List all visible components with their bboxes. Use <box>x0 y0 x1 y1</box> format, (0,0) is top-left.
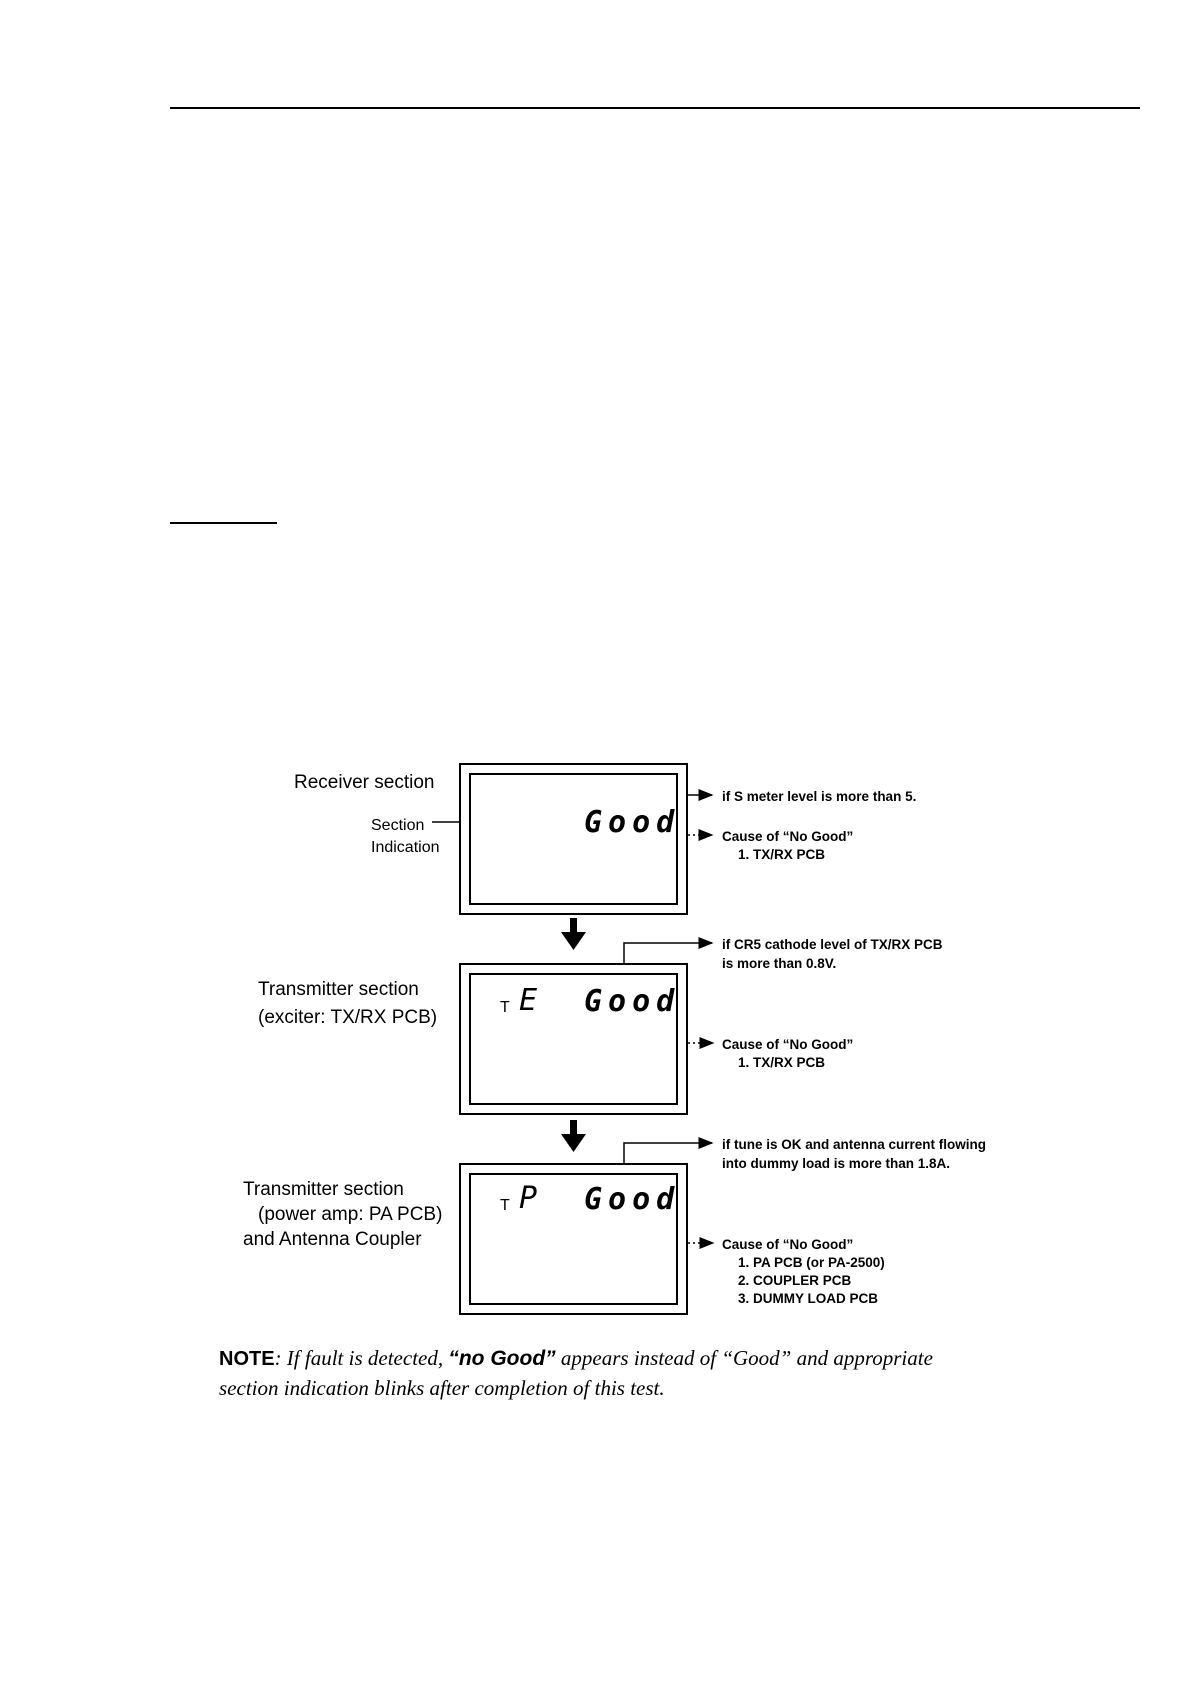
pa-cause-item-2: 2. COUPLER PCB <box>738 1273 852 1288</box>
note-text-part2: appears instead of “Good” and appropriat… <box>555 1346 933 1370</box>
exciter-section-label-line1: Transmitter section <box>258 979 419 1000</box>
pa-cause-item-3: 3. DUMMY LOAD PCB <box>738 1291 879 1306</box>
note-label: NOTE <box>219 1348 275 1370</box>
pa-good-display: Good <box>584 1182 681 1217</box>
pa-section-label-line1: Transmitter section <box>243 1179 404 1200</box>
pa-section-label-line2: (power amp: PA PCB) <box>258 1204 443 1225</box>
receiver-good-display: Good <box>584 805 681 840</box>
exciter-cause-title: Cause of “No Good” <box>722 1037 854 1052</box>
exciter-lcd-panel <box>459 963 688 1115</box>
exciter-cause-item: 1. TX/RX PCB <box>738 1055 826 1070</box>
receiver-cause-title: Cause of “No Good” <box>722 829 854 844</box>
exciter-good-display: Good <box>584 984 681 1019</box>
pa-cause-item-1: 1. PA PCB (or PA-2500) <box>738 1255 885 1270</box>
receiver-section-label: Receiver section <box>294 772 435 793</box>
section-underline <box>170 522 277 524</box>
exciter-section-label-line2: (exciter: TX/RX PCB) <box>258 1007 438 1028</box>
pa-code-prefix: T <box>500 1197 510 1214</box>
receiver-cause-item: 1. TX/RX PCB <box>738 847 826 862</box>
exciter-section-code: E <box>519 983 538 1018</box>
receiver-lcd-panel <box>459 763 688 915</box>
receiver-condition: if S meter level is more than 5. <box>722 789 917 804</box>
exciter-condition-line1: if CR5 cathode level of TX/RX PCB <box>722 937 943 952</box>
pa-lcd-panel <box>459 1163 688 1315</box>
section-indication-label-line1: Section <box>371 817 425 834</box>
pa-cause-title: Cause of “No Good” <box>722 1237 854 1252</box>
exciter-condition-line2: is more than 0.8V. <box>722 956 837 971</box>
note-line-2: section indication blinks after completi… <box>219 1376 665 1400</box>
section-indication-label-line2: Indication <box>371 839 440 856</box>
note-line-1: NOTE: If fault is detected, “no Good” ap… <box>219 1344 933 1373</box>
down-arrow-1 <box>561 918 586 950</box>
pa-condition-line2: into dummy load is more than 1.8A. <box>722 1156 951 1171</box>
down-arrow-2 <box>561 1120 586 1152</box>
note-text-part1: : If fault is detected, <box>274 1346 449 1370</box>
pa-condition-line1: if tune is OK and antenna current flowin… <box>722 1137 987 1152</box>
pa-section-label-line3: and Antenna Coupler <box>243 1229 422 1250</box>
top-rule <box>170 107 1140 109</box>
exciter-code-prefix: T <box>500 999 510 1016</box>
note-emphasis: “no Good” <box>448 1347 556 1370</box>
pa-section-code: P <box>519 1181 538 1216</box>
